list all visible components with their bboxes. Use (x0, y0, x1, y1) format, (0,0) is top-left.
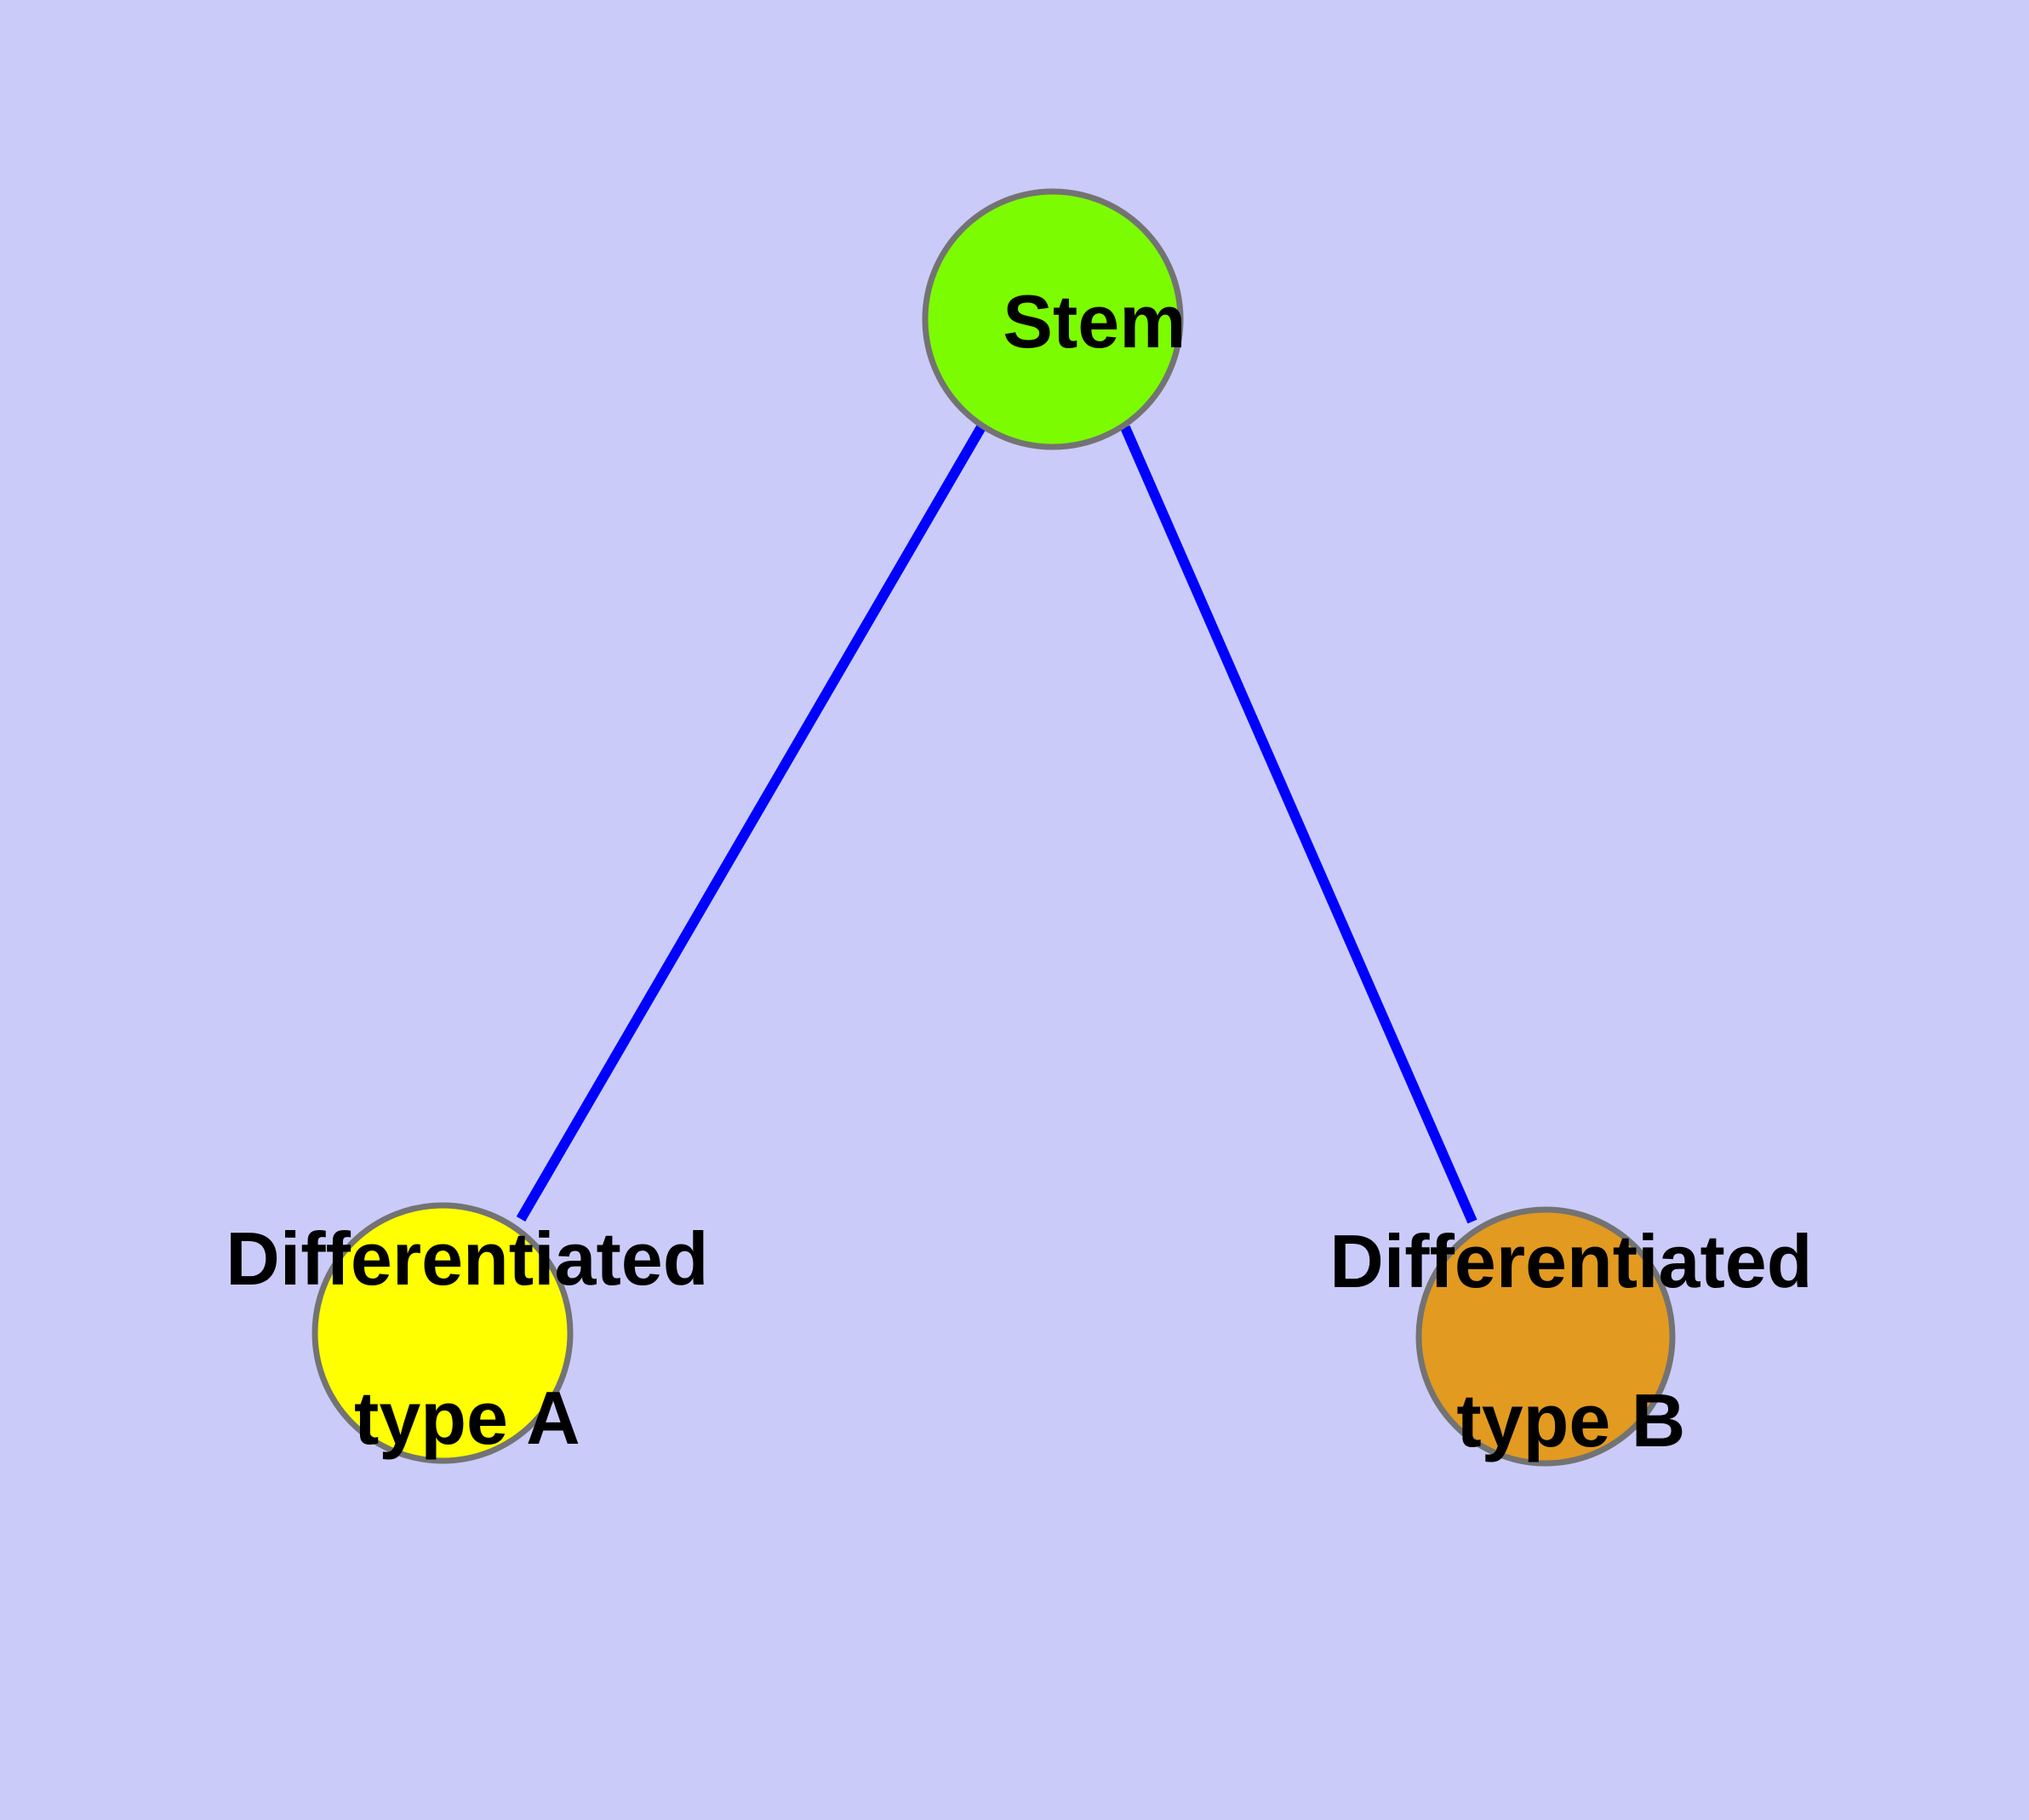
node-stem[interactable] (922, 188, 1184, 450)
node-layer (311, 188, 1676, 1467)
edge-stem-to-type-a[interactable] (516, 422, 987, 1222)
edge-stem-to-type-b[interactable] (1120, 425, 1477, 1224)
node-differentiated-type-b[interactable] (1415, 1206, 1676, 1467)
node-differentiated-type-a[interactable] (311, 1202, 574, 1464)
edge-layer (516, 422, 1477, 1224)
